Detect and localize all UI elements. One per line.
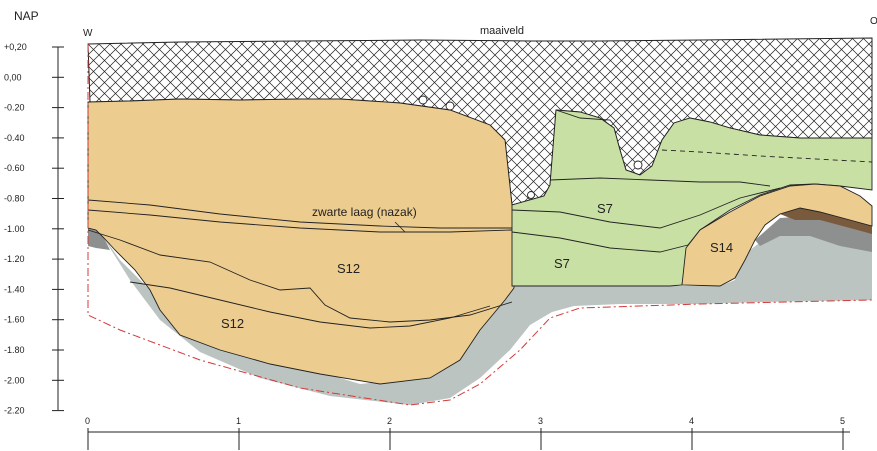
horizontal-tick-label: 4 [689,416,694,426]
small-find-markers [418,95,643,199]
vertical-axis-title: NAP [14,9,39,23]
vertical-tick-label: -0.80 [4,194,25,204]
vertical-tick-label: -1.00 [4,224,25,234]
horizontal-scale: 0 1 2 3 4 5 [85,416,850,450]
sand-stratigraphy-lines [87,199,513,329]
orientation-east-label: O [870,16,877,27]
horizontal-tick-label: 1 [236,416,241,426]
black-layer-leader [394,221,406,233]
brown-band [780,208,872,234]
vertical-tick-label: -0.60 [4,163,25,173]
dark-grey-left [88,228,110,250]
horizontal-tick-label: 0 [85,416,90,426]
vertical-tick-label: -1.80 [4,345,25,355]
s7-upper-label: S7 [597,201,613,216]
horizontal-tick-label: 5 [840,416,845,426]
sand-layer-s14 [681,183,873,287]
vertical-tick-label: 0,00 [4,72,22,82]
orientation-west-label: W [83,28,93,39]
vertical-scale: +0,20 0,00 -0.20 -0.40 -0.60 -0.80 -1.00 -1.20 -… [4,42,64,416]
s12-upper-label: S12 [337,261,360,276]
vertical-tick-label: -1.20 [4,254,25,264]
vertical-tick-label: -1.40 [4,284,25,294]
vertical-tick-label: -2.20 [4,406,25,416]
s7-lower-label: S7 [554,256,570,271]
vertical-tick-label: -2.00 [4,375,25,385]
section-boundary [87,44,873,406]
surface-label: maaiveld [480,25,524,37]
black-layer-label: zwarte laag (nazak) [312,205,417,219]
horizontal-tick-label: 2 [387,416,392,426]
s12-lower-label: S12 [221,316,244,331]
vertical-tick-label: -0.20 [4,103,25,113]
vertical-tick-label: -1.60 [4,315,25,325]
grey-subsoil-layer [88,228,872,405]
s14-label: S14 [710,240,733,255]
vertical-tick-label: -0.40 [4,133,25,143]
horizontal-tick-label: 3 [538,416,543,426]
green-stratigraphy-lines [511,109,873,253]
sand-layer-left [87,98,515,385]
green-layer-s7 [511,109,873,287]
vertical-tick-label: +0,20 [4,42,27,52]
